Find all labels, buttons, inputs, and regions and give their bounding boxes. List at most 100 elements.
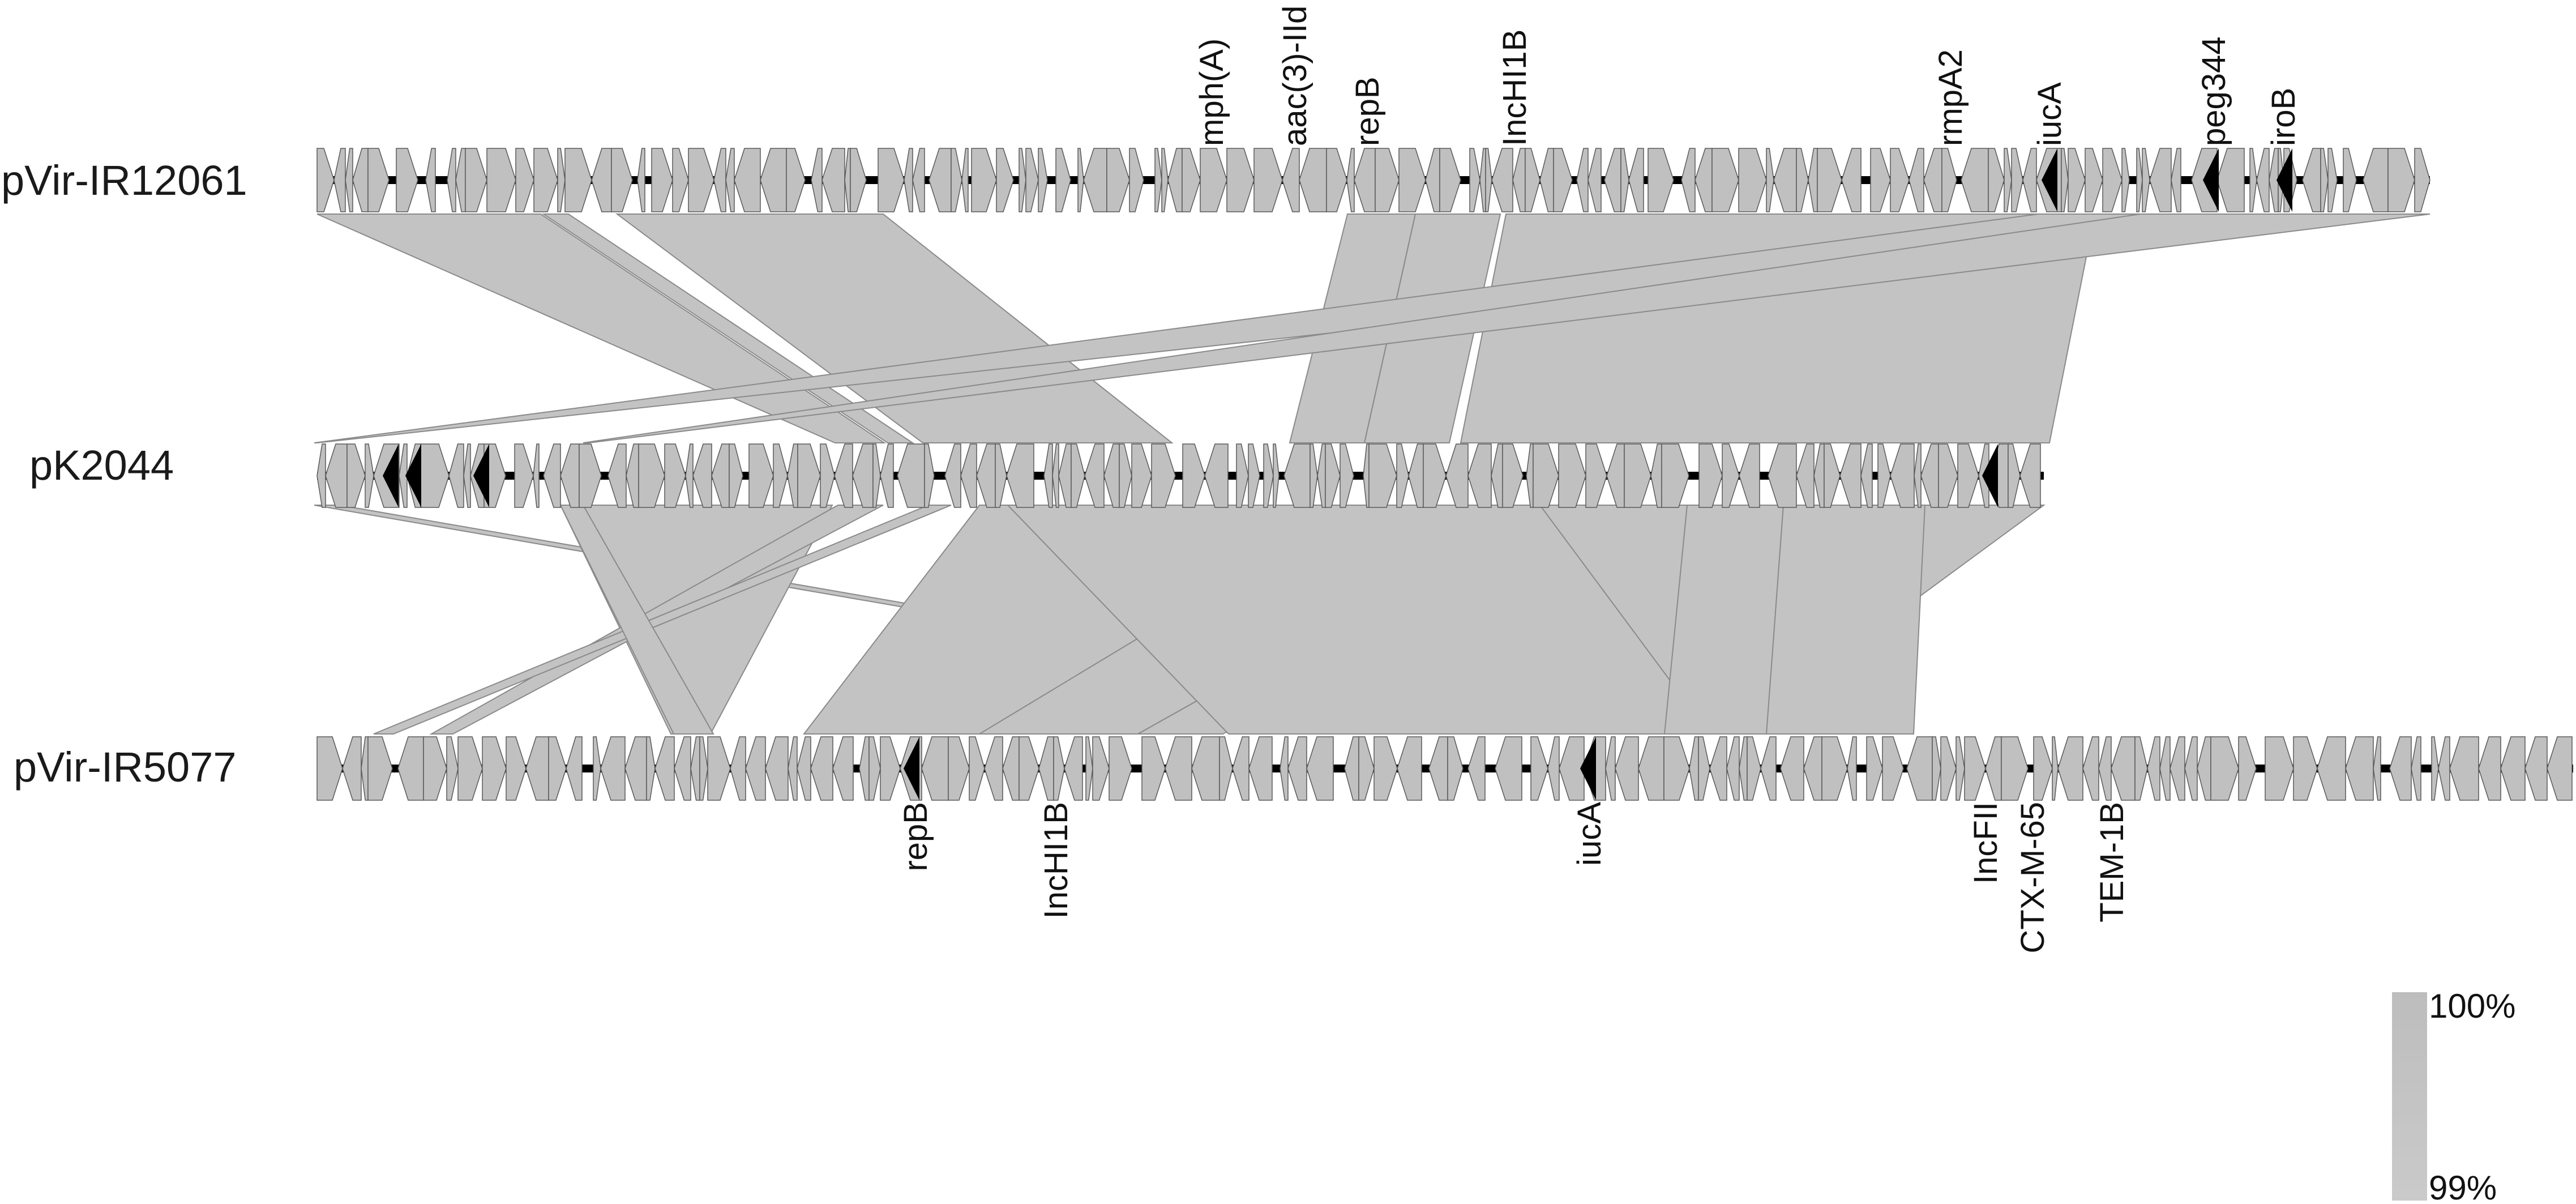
gene-arrow <box>2363 148 2389 212</box>
gene-label-irob: iroB <box>2265 88 2302 146</box>
gene-arrow <box>1052 443 1059 508</box>
gene-arrow <box>971 148 997 212</box>
gene-arrow <box>654 736 675 801</box>
gene-arrow <box>543 443 561 508</box>
legend-max-label: 100% <box>2429 987 2515 1025</box>
track-pvir-ir12061 <box>316 148 2430 212</box>
gene-arrow <box>730 736 746 801</box>
gene-arrow <box>624 736 647 801</box>
gene-arrow <box>2414 148 2430 212</box>
gene-arrow <box>2438 736 2450 801</box>
gene-arrow <box>1738 148 1767 212</box>
gene-arrow <box>2547 736 2573 801</box>
gene-arrow <box>2343 148 2357 212</box>
gene-arrow <box>1932 736 1941 801</box>
gene-arrow <box>820 443 835 508</box>
gene-arrow <box>342 736 362 801</box>
gene-arrow <box>2389 736 2412 801</box>
gene-arrow <box>1248 736 1273 801</box>
gene-arrow <box>1479 148 1486 212</box>
gene-arrow <box>651 148 673 212</box>
gene-arrow <box>729 443 743 508</box>
gene-arrow <box>1467 443 1492 508</box>
gene-arrow <box>448 443 464 508</box>
gene-arrow <box>557 148 566 212</box>
gene-arrow <box>1263 443 1274 508</box>
gene-arrow <box>1773 148 1797 212</box>
gene-arrow <box>1780 736 1804 801</box>
gene-arrow <box>2159 736 2171 801</box>
gene-label-tem-1b: TEM-1B <box>2094 802 2130 923</box>
gene-arrow <box>367 148 390 212</box>
gene-arrow <box>1085 736 1093 801</box>
gene-arrow <box>316 443 326 508</box>
gene-label-rmpa2: rmpA2 <box>1932 49 1969 146</box>
gene-arrow <box>1226 148 1255 212</box>
gene-arrow <box>2478 736 2501 801</box>
gene-arrow <box>1019 736 1039 801</box>
gene-arrow <box>672 148 689 212</box>
gene-arrow <box>859 736 870 801</box>
gene-arrow <box>2345 736 2374 801</box>
gene-arrow <box>699 736 708 801</box>
gene-arrow <box>810 736 833 801</box>
gene-arrow <box>1151 443 1176 508</box>
gene-arrow <box>486 148 516 212</box>
gene-arrow <box>1191 736 1220 801</box>
gene-arrow <box>1408 443 1424 508</box>
gene-arrow <box>365 443 374 508</box>
gene-arrow <box>465 148 487 212</box>
gene-arrow <box>1447 736 1464 801</box>
gene-arrow <box>664 443 686 508</box>
gene-arrow <box>345 148 353 212</box>
gene-arrow <box>872 443 881 508</box>
gene-arrow <box>1890 148 1910 212</box>
gene-arrow <box>1709 736 1727 801</box>
gene-arrow <box>960 443 977 508</box>
gene-arrow <box>1491 148 1513 212</box>
gene-arrow <box>984 736 1003 801</box>
legend-min-label: 99% <box>2429 1169 2497 1204</box>
gene-arrow <box>924 443 935 508</box>
gene-arrow <box>533 443 540 508</box>
gene-arrow <box>1817 148 1842 212</box>
gene-arrow <box>1694 148 1713 212</box>
gene-arrow <box>1813 443 1825 508</box>
highlighted-gene <box>1580 737 1596 800</box>
gene-arrow <box>834 443 853 508</box>
gene-arrow <box>928 148 952 212</box>
gene-arrow <box>482 736 507 801</box>
gene-label-peg344: peg344 <box>2196 36 2232 146</box>
gene-arrow <box>1530 736 1548 801</box>
gene-arrow <box>1661 443 1689 508</box>
gene-arrow <box>600 736 626 801</box>
gene-arrow <box>1906 736 1933 801</box>
homology-block <box>583 214 2430 443</box>
gene-arrow <box>1923 148 1942 212</box>
gene-arrow <box>2121 148 2130 212</box>
gene-arrow <box>1467 736 1486 801</box>
highlighted-gene <box>473 444 489 507</box>
gene-arrow <box>1604 148 1621 212</box>
gene-label-inchi1b-top: IncHI1B <box>1496 29 1533 146</box>
gene-arrow <box>1882 736 1904 801</box>
gene-arrow <box>1083 148 1107 212</box>
gene-arrow <box>1002 736 1020 801</box>
gene-arrow <box>786 148 806 212</box>
gene-arrow <box>1317 443 1326 508</box>
gene-arrow <box>1077 148 1084 212</box>
gene-arrow <box>713 148 726 212</box>
gene-arrow <box>399 443 408 508</box>
gene-arrow <box>1768 443 1797 508</box>
gene-arrow <box>1940 736 1957 801</box>
gene-arrow <box>2001 736 2029 801</box>
gene-arrow <box>1821 736 1848 801</box>
gene-arrow <box>1397 736 1422 801</box>
gene-arrow <box>525 736 549 801</box>
top-gene-labels: mph(A) aac(3)-IId repB IncHI1B rmpA2 iuc… <box>1193 6 2302 146</box>
gene-arrow <box>1526 443 1534 508</box>
gene-arrow <box>1920 443 1939 508</box>
gene-arrow <box>2019 443 2041 508</box>
gene-arrow <box>1585 443 1607 508</box>
identity-legend: 100% 99% <box>2392 987 2515 1204</box>
